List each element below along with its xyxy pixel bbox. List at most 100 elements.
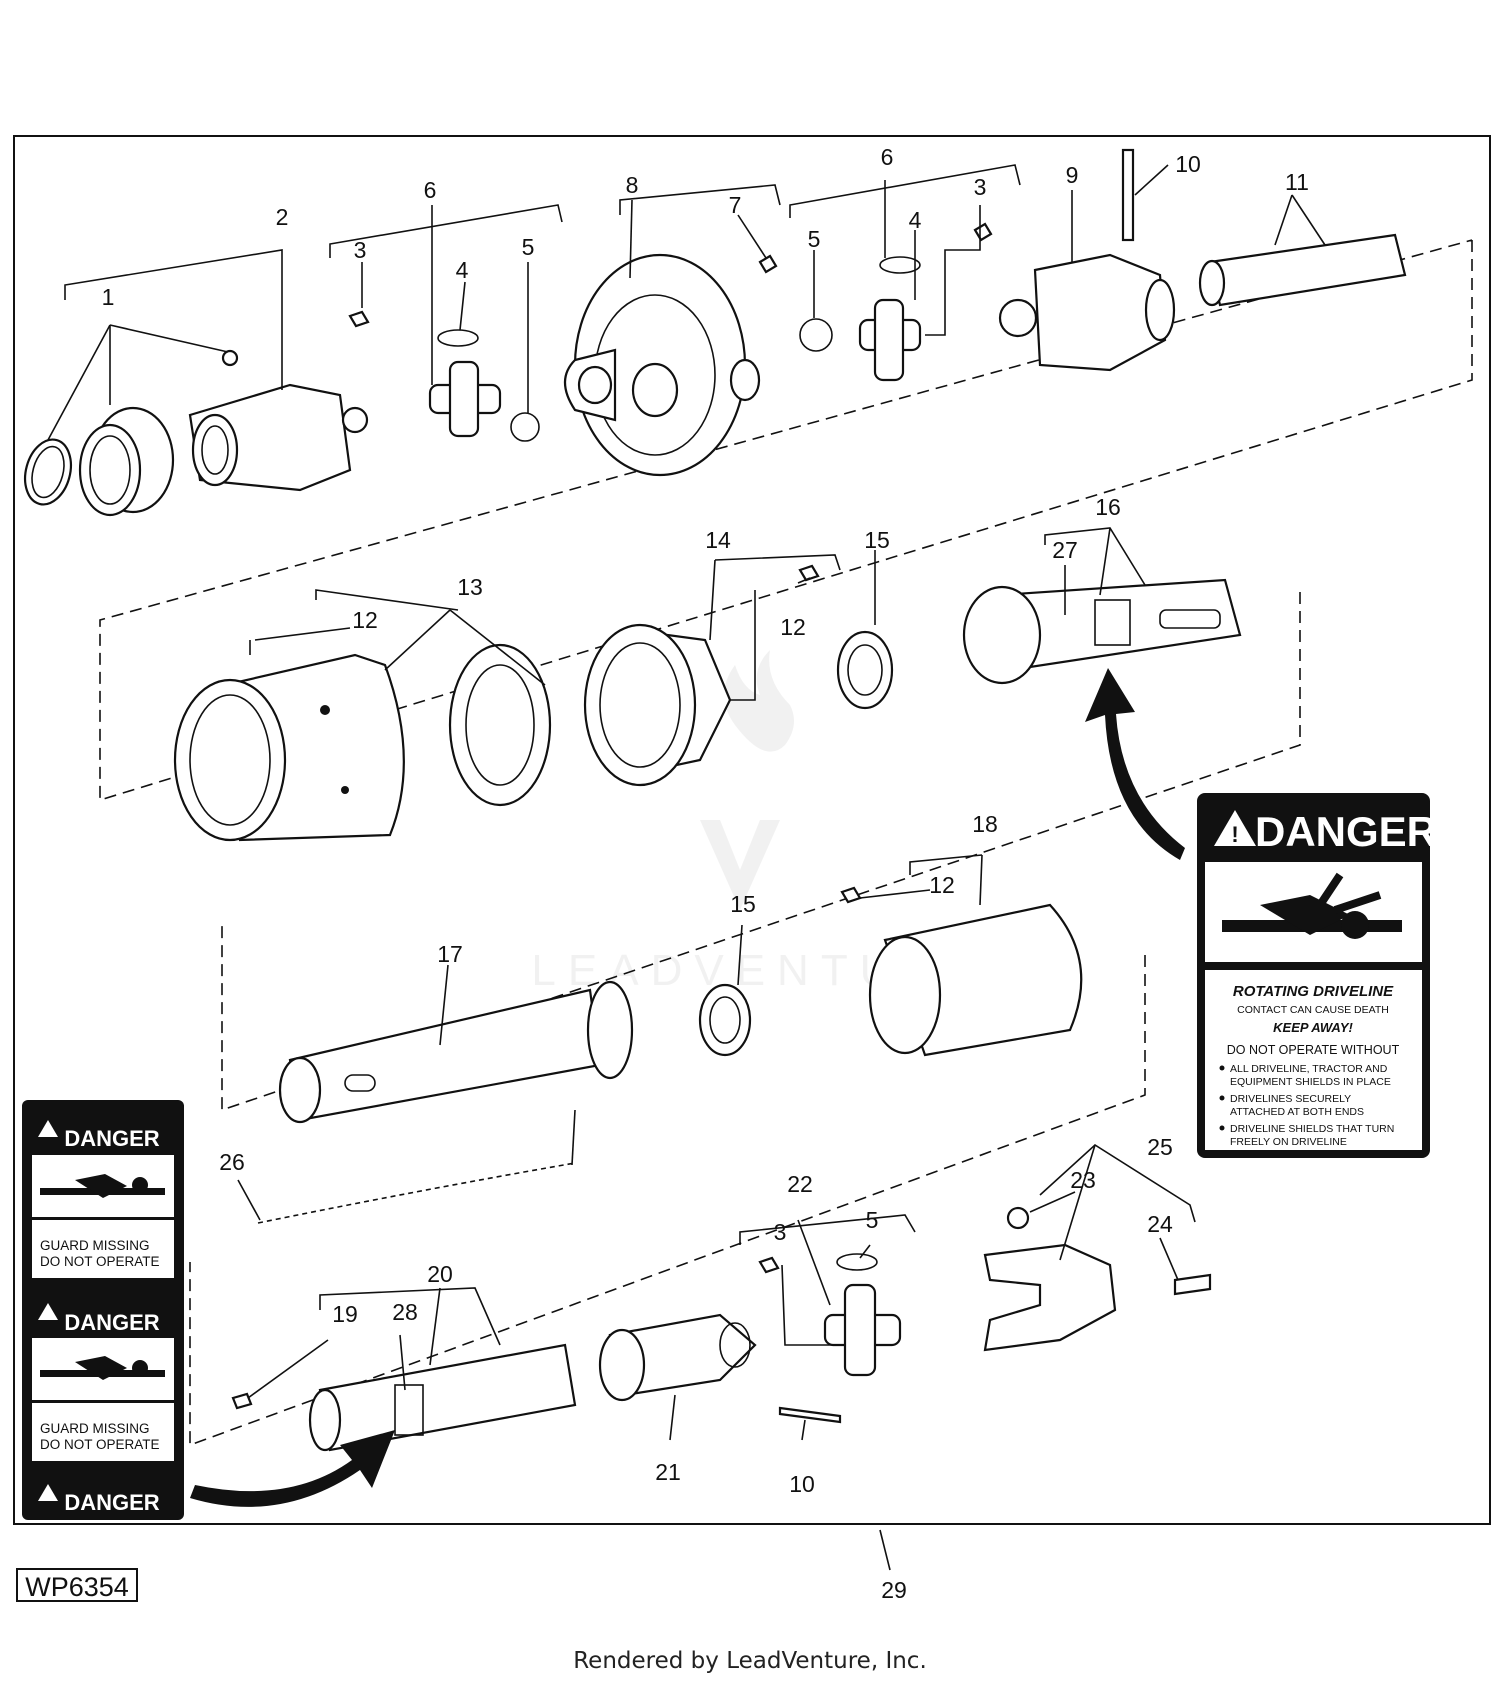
callout-12b: 12 [780,614,806,640]
decal-bullet3a: DRIVELINE SHIELDS THAT TURN [1230,1123,1394,1135]
callout-6: 6 [424,177,437,203]
callout-13: 13 [457,574,483,600]
callout-5: 5 [522,234,535,260]
part-roll-pin [1121,148,1135,242]
callout-7: 7 [729,192,742,218]
callout-3: 3 [354,237,367,263]
part-shaft-yoke [998,253,1176,372]
small-decal-header-2: DANGER [64,1310,159,1335]
part-outer-shield-tube [962,578,1242,685]
decal-bullet1a: ALL DRIVELINE, TRACTOR AND [1230,1063,1388,1075]
warning-triangle-icon [1214,810,1256,846]
callout-numbers: 1 2 3 4 5 6 8 7 5 6 4 3 9 10 11 12 13 14… [102,144,1309,1603]
small-decal-line1-2: GUARD MISSING [40,1421,150,1436]
decal-bullet1b: EQUIPMENT SHIELDS IN PLACE [1230,1076,1391,1088]
section-outline-3 [189,955,1146,1447]
callout-27: 27 [1052,537,1078,563]
callout-10b: 10 [789,1471,815,1497]
decal-bullet2b: ATTACHED AT BOTH ENDS [1230,1106,1364,1118]
callout-2: 2 [276,204,289,230]
small-decal-header-1: DANGER [64,1126,159,1151]
callout-17: 17 [437,941,463,967]
callout-3b: 3 [974,174,987,200]
part-cross-kit-left [348,310,540,442]
decal-title: ROTATING DRIVELINE [1233,983,1394,1000]
part-shaft-yoke-bottom [598,1313,842,1424]
callout-29: 29 [881,1577,907,1603]
leader-lines [47,164,1326,1571]
arrow-to-decal [1085,668,1185,860]
callout-9: 9 [1066,162,1079,188]
entanglement-pictogram-icon [40,1174,165,1198]
callout-25: 25 [1147,1134,1173,1160]
part-outer-shield-cone [173,653,405,842]
danger-decal-guard-missing-strip: DANGER GUARD MISSING DO NOT OPERATE DANG… [22,1100,184,1520]
callout-23: 23 [1070,1167,1096,1193]
callout-28: 28 [392,1299,418,1325]
callout-11: 11 [1285,169,1309,195]
part-bell-housing [563,253,778,477]
small-decal-header-3: DANGER [64,1490,159,1515]
callout-5b: 5 [808,226,821,252]
part-retaining-ring-2 [698,983,752,1057]
callout-10: 10 [1175,151,1201,177]
part-bellows-cone [583,564,820,787]
small-decal-line2-1: DO NOT OPERATE [40,1254,160,1269]
callout-15: 15 [864,527,890,553]
decal-bullet2a: DRIVELINES SECURELY [1230,1093,1351,1105]
callout-19: 19 [332,1301,358,1327]
entanglement-pictogram-icon [40,1356,165,1380]
part-safety-chain [257,1162,576,1224]
arrow-to-shaft [190,1430,395,1507]
callout-18: 18 [972,811,998,837]
part-bellows-shield [840,886,1083,1057]
callout-12c: 12 [929,872,955,898]
callout-3c: 3 [774,1219,787,1245]
render-credit: Rendered by LeadVenture, Inc. [573,1648,927,1674]
callout-21: 21 [655,1459,681,1485]
callout-4: 4 [456,257,469,283]
decal-line3: DO NOT OPERATE WITHOUT [1227,1043,1400,1057]
decal-header: DANGER [1255,808,1437,855]
part-bearing-ring [448,643,552,807]
callout-5c: 5 [866,1207,879,1233]
callout-15b: 15 [730,891,756,917]
svg-text:!: ! [1231,822,1238,847]
callout-24: 24 [1147,1211,1173,1237]
part-collar [78,406,175,517]
callout-8: 8 [626,172,639,198]
part-inner-shield-tube [278,980,634,1124]
warning-triangle-icon [38,1303,58,1320]
danger-decal-rotating-driveline: ! DANGER ROTATING DRIVELINE CONTACT CAN … [1197,793,1437,1158]
entanglement-pictogram-icon [1222,872,1402,939]
decal-line2: KEEP AWAY! [1273,1020,1353,1035]
warning-triangle-icon [38,1120,58,1137]
callout-1: 1 [102,284,115,310]
callout-12: 12 [352,607,378,633]
callout-20: 20 [427,1261,453,1287]
callout-22: 22 [787,1171,813,1197]
callout-16: 16 [1095,494,1121,520]
callout-4b: 4 [909,207,922,233]
part-inner-profile-shaft [231,1343,577,1452]
part-inner-profile-tube [1198,233,1407,307]
part-cross-kit-right [799,222,993,382]
small-decal-line1-1: GUARD MISSING [40,1238,150,1253]
callout-6b: 6 [881,144,894,170]
figure-code: WP6354 [16,1568,138,1602]
part-cross-kit-bottom [758,1253,902,1377]
decal-bullet3b: FREELY ON DRIVELINE [1230,1136,1347,1148]
callout-14: 14 [705,527,731,553]
section-outline-1 [99,239,1473,802]
small-decal-line2-2: DO NOT OPERATE [40,1437,160,1452]
diagram-frame [13,135,1491,1525]
part-yoke-bottom [983,1206,1212,1352]
decal-line1: CONTACT CAN CAUSE DEATH [1237,1004,1389,1016]
callout-26: 26 [219,1149,245,1175]
part-retaining-ring [836,630,894,710]
section-outline-2 [221,592,1301,1112]
part-yoke [188,349,369,492]
warning-triangle-icon [38,1484,58,1501]
part-snap-ring [23,438,73,506]
